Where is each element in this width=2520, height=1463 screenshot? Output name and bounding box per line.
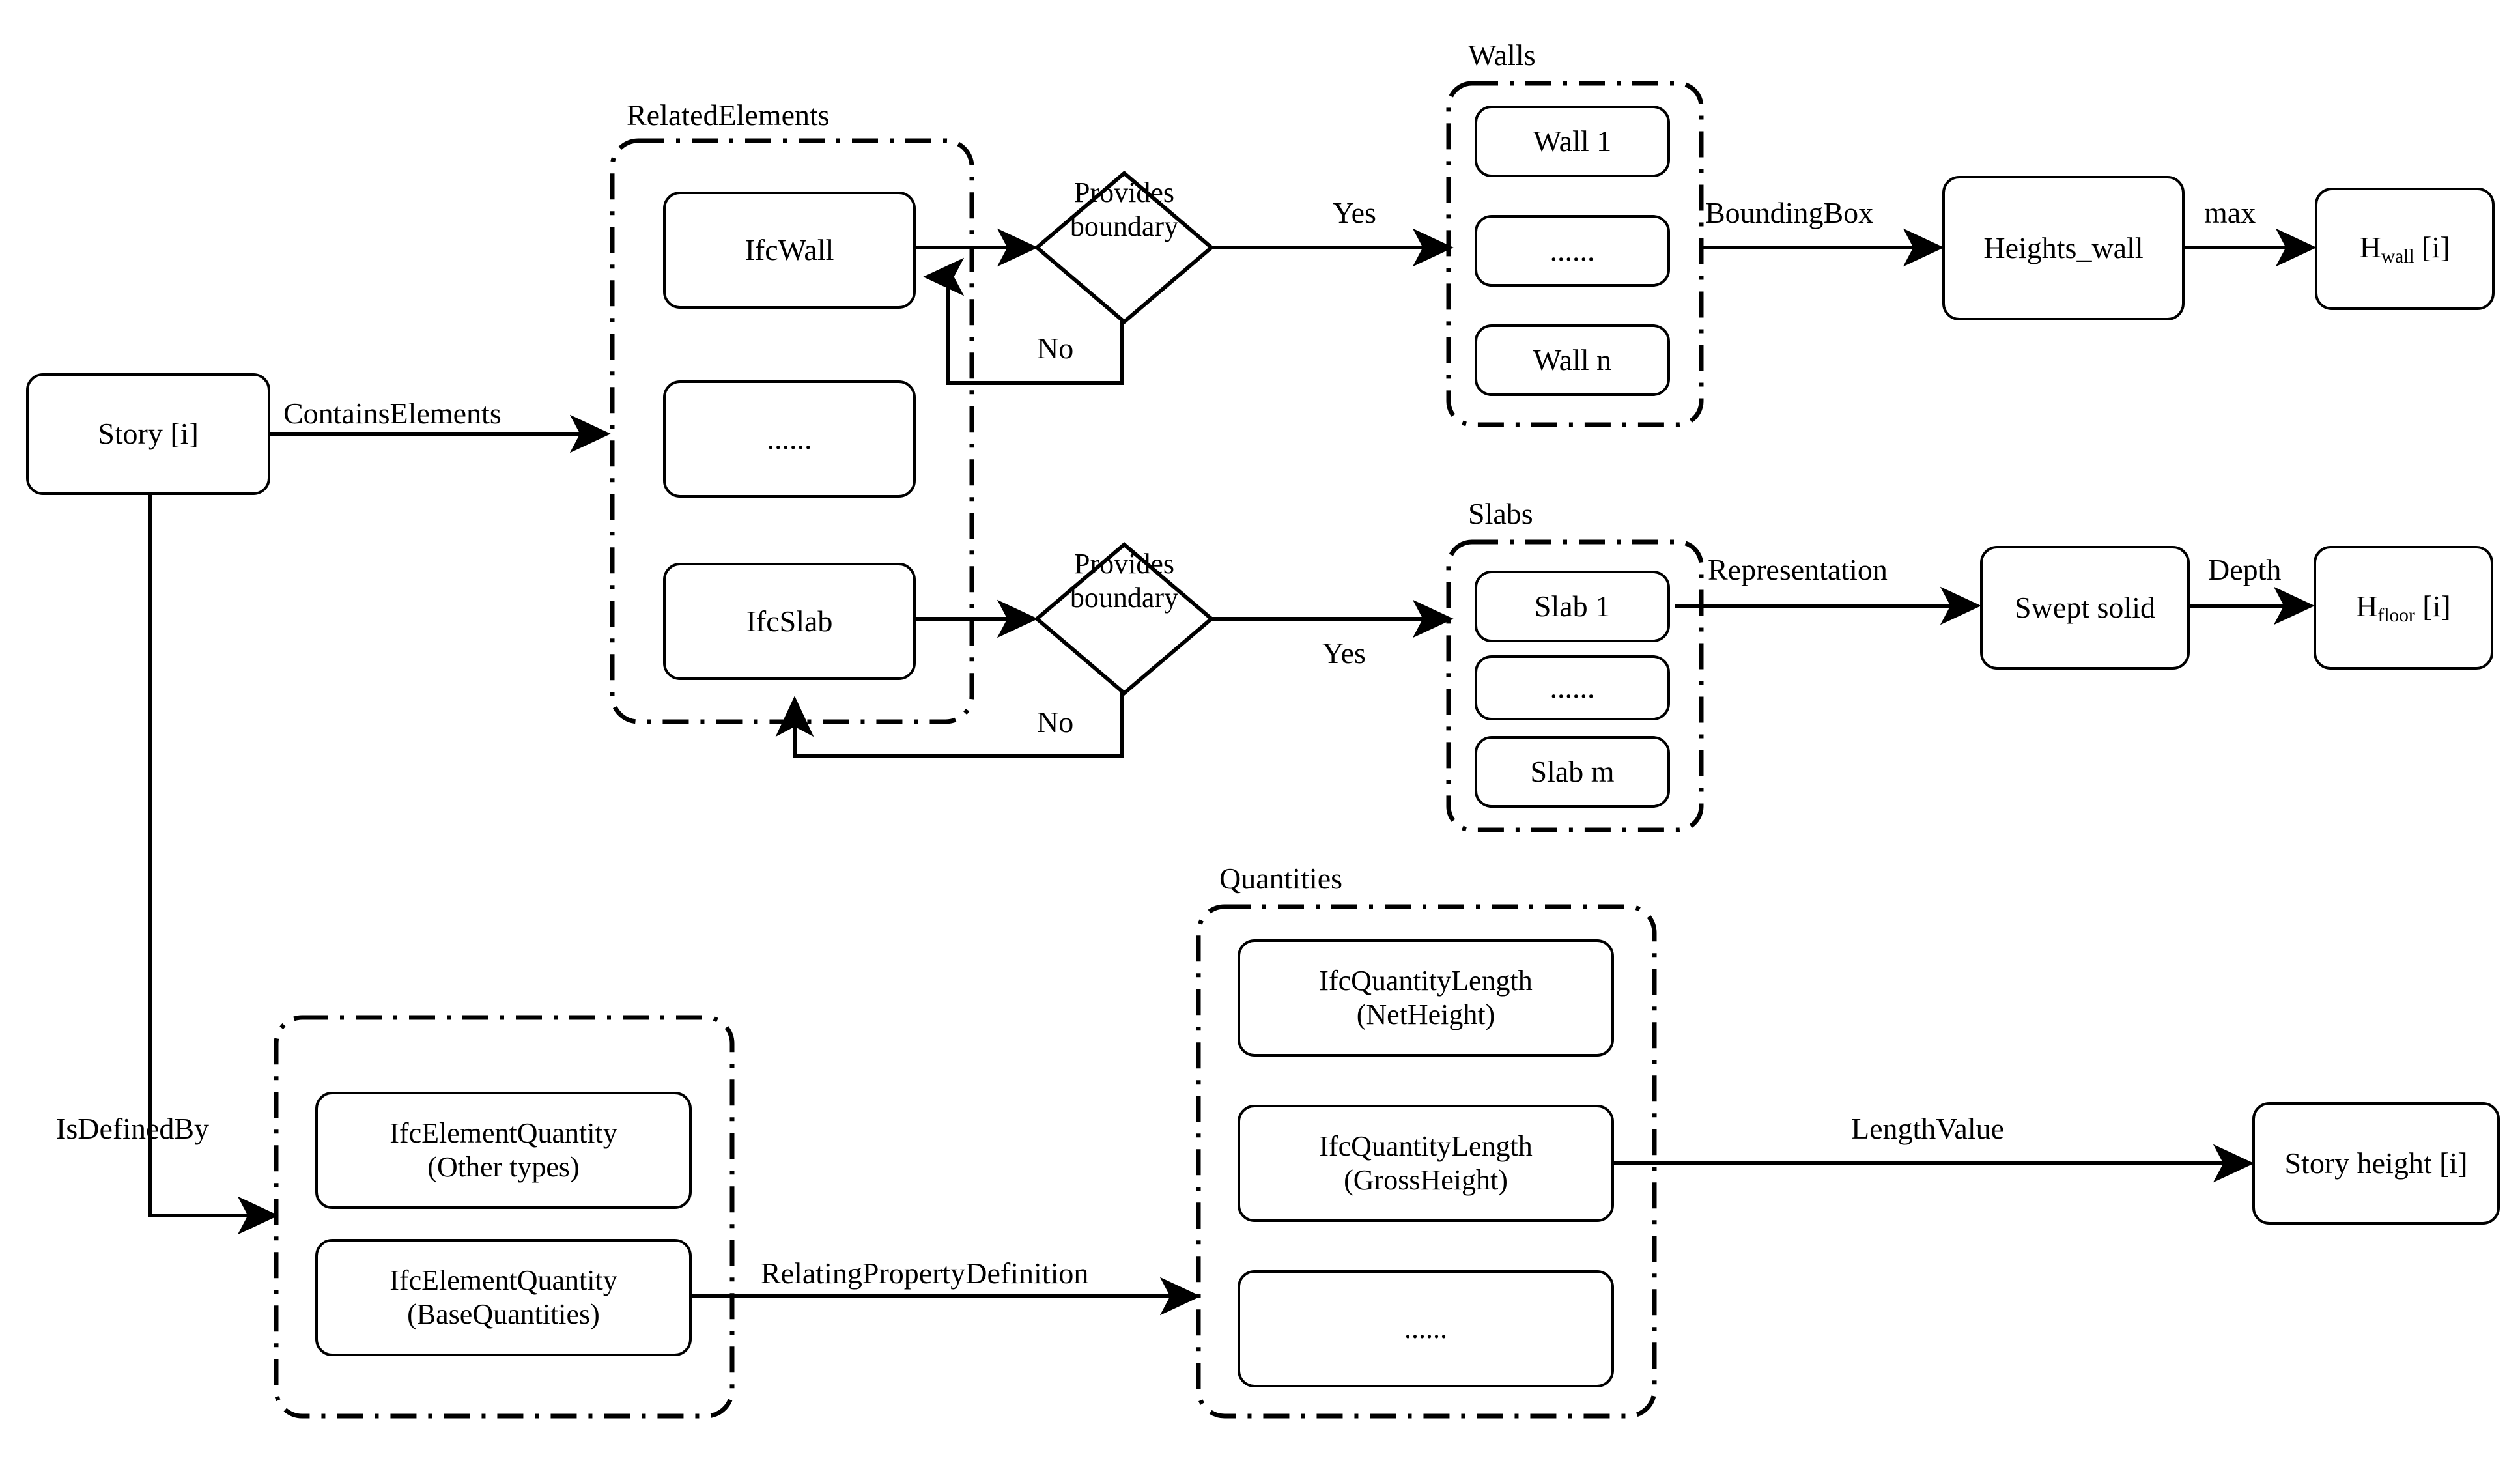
- node-ifcquantitylength-netheight[interactable]: IfcQuantityLength (NetHeight): [1238, 939, 1614, 1057]
- edge-label-relating-property-definition: RelatingPropertyDefinition: [761, 1257, 1089, 1290]
- edge-label-no-slab: No: [1037, 705, 1074, 739]
- decision-label-slab-line1: Provides: [1074, 548, 1174, 580]
- edge-label-yes-wall: Yes: [1333, 196, 1376, 229]
- group-quantities: [1196, 904, 1657, 1419]
- node-h-floor[interactable]: Hfloor [i]: [2314, 546, 2493, 670]
- node-ifcquantitylength-grossheight[interactable]: IfcQuantityLength (GrossHeight): [1238, 1105, 1614, 1222]
- node-heights-wall[interactable]: Heights_wall: [1942, 176, 2185, 320]
- node-story[interactable]: Story [i]: [26, 373, 270, 495]
- edge-label-is-defined-by: IsDefinedBy: [56, 1112, 210, 1145]
- decision-label-wall-line1: Provides: [1074, 177, 1174, 209]
- node-ifcquantitylength-grossheight-line2: (GrossHeight): [1344, 1164, 1508, 1196]
- edge-label-representation: Representation: [1708, 553, 1888, 586]
- node-wall-n-label: Wall n: [1533, 343, 1612, 376]
- decision-label-wall-line2: boundary: [1069, 210, 1179, 242]
- node-ifcelementquantity-other-line2: (Other types): [427, 1151, 580, 1183]
- node-ifcwall-label: IfcWall: [744, 233, 834, 266]
- node-related-elements-ellipsis-label: ......: [767, 421, 812, 455]
- edge-label-no-wall: No: [1037, 332, 1074, 365]
- node-quantities-ellipsis[interactable]: ......: [1238, 1270, 1614, 1387]
- node-story-height-label: Story height [i]: [2284, 1146, 2468, 1180]
- edge-label-length-value: LengthValue: [1851, 1112, 2005, 1145]
- node-walls-ellipsis-label: ......: [1550, 233, 1595, 267]
- node-ifcelementquantity-base[interactable]: IfcElementQuantity (BaseQuantities): [315, 1239, 692, 1356]
- node-wall-1-label: Wall 1: [1533, 124, 1612, 158]
- node-ifcslab[interactable]: IfcSlab: [663, 563, 916, 680]
- node-related-elements-ellipsis[interactable]: ......: [663, 380, 916, 498]
- node-ifcelementquantity-other[interactable]: IfcElementQuantity (Other types): [315, 1092, 692, 1209]
- decision-label-slab: Provides boundary: [1070, 547, 1178, 615]
- node-wall-n[interactable]: Wall n: [1475, 324, 1670, 396]
- node-swept-solid-label: Swept solid: [2015, 590, 2155, 624]
- node-slab-1[interactable]: Slab 1: [1475, 571, 1670, 642]
- edge-is-defined-by: [148, 495, 279, 1235]
- edge-wall-no-loop: [923, 257, 1124, 385]
- group-element-quantities: [274, 1015, 735, 1419]
- node-story-label: Story [i]: [98, 417, 199, 451]
- group-title-related-elements: RelatedElements: [620, 98, 836, 132]
- node-wall-1[interactable]: Wall 1: [1475, 106, 1670, 177]
- decision-label-wall: Provides boundary: [1070, 176, 1178, 244]
- node-slab-m-label: Slab m: [1530, 754, 1615, 788]
- node-ifcslab-label: IfcSlab: [746, 604, 833, 638]
- node-ifcquantitylength-netheight-line2: (NetHeight): [1356, 999, 1495, 1030]
- node-heights-wall-label: Heights_wall: [1983, 231, 2144, 264]
- group-title-slabs: Slabs: [1462, 496, 1540, 531]
- node-ifcelementquantity-base-line1: IfcElementQuantity: [389, 1264, 617, 1297]
- node-ifcelementquantity-base-line2: (BaseQuantities): [407, 1298, 600, 1330]
- edge-label-yes-slab: Yes: [1322, 636, 1366, 670]
- node-h-floor-label: Hfloor [i]: [2356, 589, 2451, 626]
- group-title-walls: Walls: [1462, 38, 1542, 72]
- edge-label-bounding-box: BoundingBox: [1705, 196, 1874, 229]
- edge-label-contains-elements: ContainsElements: [283, 397, 502, 430]
- group-related-elements: [610, 138, 974, 724]
- node-swept-solid[interactable]: Swept solid: [1980, 546, 2190, 670]
- node-quantities-ellipsis-label: ......: [1404, 1313, 1447, 1345]
- node-ifcquantitylength-grossheight-line1: IfcQuantityLength: [1319, 1130, 1533, 1163]
- node-slab-1-label: Slab 1: [1534, 589, 1611, 623]
- decision-diamond-slab: [1034, 542, 1215, 696]
- node-ifcelementquantity-other-line1: IfcElementQuantity: [389, 1117, 617, 1150]
- edge-slab-no-loop: [775, 692, 1124, 758]
- decision-diamond-wall: [1034, 171, 1215, 324]
- node-ifcwall[interactable]: IfcWall: [663, 192, 916, 309]
- group-walls: [1446, 81, 1704, 427]
- edge-label-depth: Depth: [2208, 553, 2282, 586]
- node-ifcquantitylength-netheight-line1: IfcQuantityLength: [1319, 965, 1533, 997]
- node-h-wall[interactable]: Hwall [i]: [2315, 188, 2495, 310]
- node-walls-ellipsis[interactable]: ......: [1475, 215, 1670, 287]
- node-slabs-ellipsis-label: ......: [1550, 670, 1595, 704]
- node-h-wall-label: Hwall [i]: [2359, 230, 2450, 267]
- node-story-height[interactable]: Story height [i]: [2252, 1102, 2500, 1225]
- node-slab-m[interactable]: Slab m: [1475, 736, 1670, 808]
- edge-label-max: max: [2204, 196, 2256, 229]
- decision-label-slab-line2: boundary: [1069, 582, 1179, 614]
- group-title-quantities: Quantities: [1213, 861, 1350, 896]
- node-slabs-ellipsis[interactable]: ......: [1475, 655, 1670, 720]
